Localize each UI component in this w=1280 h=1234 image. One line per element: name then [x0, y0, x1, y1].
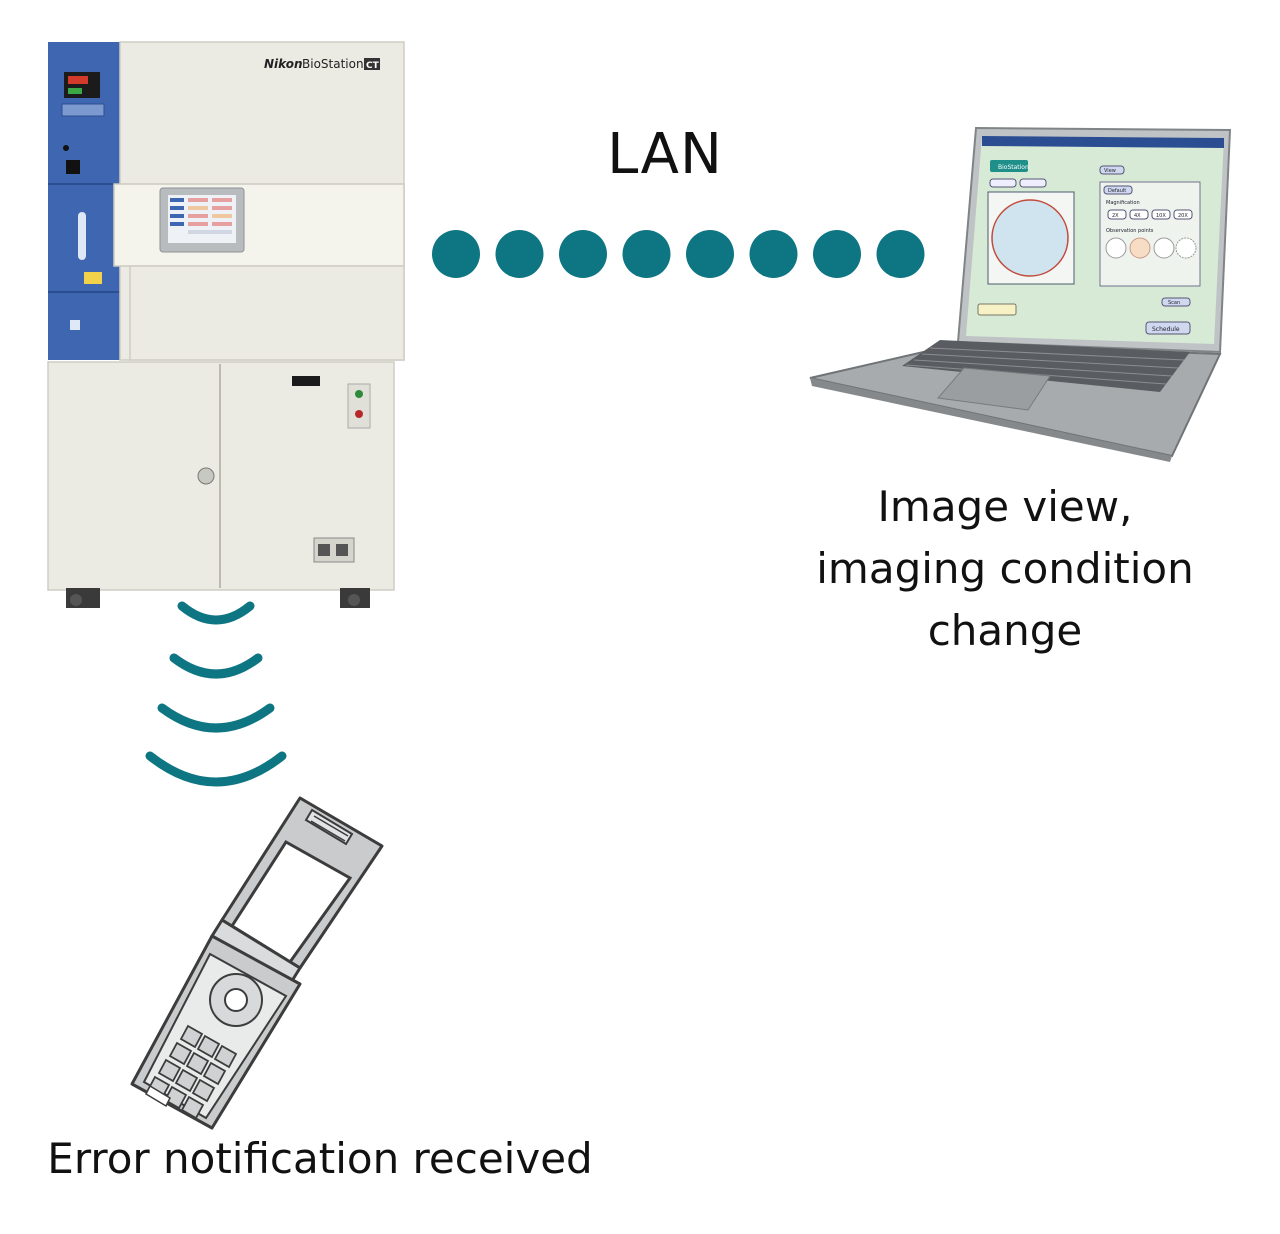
lan-dot: [686, 230, 734, 278]
lan-dot: [432, 230, 480, 278]
lan-dot: [622, 230, 671, 278]
lan-connection-dots: [432, 230, 925, 278]
brand-label: Nikon: [264, 57, 303, 71]
phone-key: [174, 1068, 199, 1093]
well-plate-view: [991, 199, 1069, 277]
magnification-button[interactable]: [1173, 209, 1193, 220]
lan-dot: [559, 230, 607, 278]
magnification-button-label: 2X: [1112, 213, 1119, 219]
phone-key: [180, 1095, 205, 1120]
observation-points-label: Observation points: [1106, 228, 1154, 234]
model-badge: CT: [366, 61, 380, 71]
incubator-device: Nikon BioStation CT: [47, 41, 405, 608]
magnification-label: Magnification: [1106, 200, 1140, 206]
laptop-caption-line-1: Image view,: [877, 482, 1133, 531]
lan-dot: [876, 230, 925, 278]
magnification-button[interactable]: [1107, 209, 1127, 220]
phone-key: [202, 1061, 227, 1086]
phone-key: [157, 1058, 182, 1083]
svg-text:Schedule: Schedule: [1152, 326, 1180, 333]
phone-key: [185, 1051, 210, 1076]
signal-arc: [157, 703, 275, 733]
default-button[interactable]: [1103, 185, 1133, 195]
signal-arc: [169, 653, 263, 679]
phone-key: [168, 1041, 193, 1066]
phone-key: [196, 1034, 221, 1059]
magnification-buttons: 2X 4X 10X 20X: [1107, 209, 1193, 220]
lan-dot: [495, 230, 544, 278]
wireless-signal-arcs: [145, 601, 287, 787]
start-button[interactable]: [977, 303, 1017, 316]
magnification-button-label: 4X: [1134, 213, 1141, 219]
signal-arc: [177, 601, 255, 625]
laptop-caption-line-3: change: [927, 606, 1083, 655]
scan-button[interactable]: [1161, 297, 1191, 307]
phone-key: [179, 1024, 204, 1049]
svg-text:View: View: [1104, 168, 1116, 174]
phone-key: [191, 1078, 216, 1103]
magnification-button[interactable]: [1129, 209, 1149, 220]
laptop-caption-line-2: imaging condition: [816, 544, 1194, 593]
phone-caption: Error notification received: [47, 1134, 593, 1183]
magnification-button-label: 20X: [1178, 213, 1188, 219]
lan-label: LAN: [607, 122, 723, 187]
svg-text:Scan: Scan: [1168, 300, 1180, 306]
app-title: BioStation: [998, 164, 1029, 171]
magnification-button[interactable]: [1151, 209, 1171, 220]
lan-dot: [749, 230, 798, 278]
model-label: BioStation: [302, 57, 364, 71]
schedule-button[interactable]: [1145, 321, 1191, 335]
laptop-caption: Image view, imaging condition change: [780, 476, 1230, 662]
laptop: BioStation View Default Magnification 2X…: [809, 126, 1232, 462]
view-button[interactable]: [1099, 165, 1125, 175]
lan-dot: [813, 230, 861, 278]
phone-key: [213, 1044, 238, 1069]
svg-text:Default: Default: [1108, 188, 1126, 194]
signal-arc: [145, 751, 287, 787]
magnification-button-label: 10X: [1156, 213, 1166, 219]
flip-phone: [130, 796, 384, 1130]
